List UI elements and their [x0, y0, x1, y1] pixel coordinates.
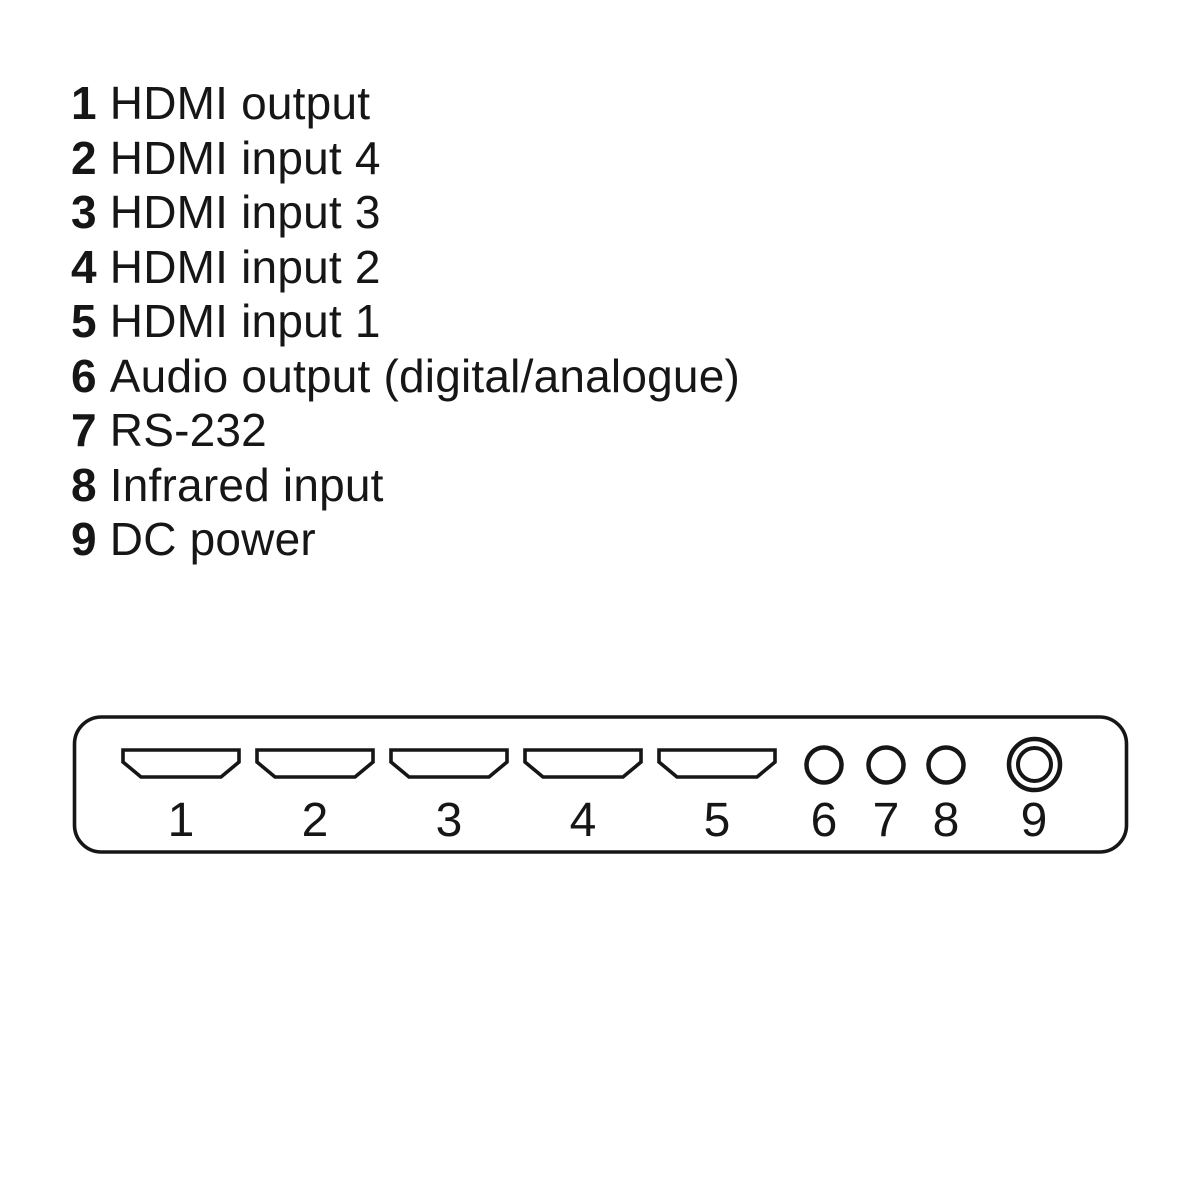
legend-item-label: Infrared input — [109, 458, 384, 511]
port-number-label: 5 — [704, 794, 731, 847]
port-number-label: 8 — [933, 794, 960, 847]
legend-item-label: HDMI input 1 — [109, 295, 381, 347]
legend-item-number: 8 — [71, 458, 97, 511]
round-jack-icon — [866, 745, 906, 785]
legend-item-label: Audio output (digital/analogue) — [109, 349, 741, 402]
legend-item-number: 9 — [71, 513, 97, 565]
legend-item-number: 6 — [71, 349, 97, 402]
legend-item-number: 3 — [71, 186, 97, 238]
legend-item-label: HDMI output — [109, 77, 371, 129]
legend-item-label: DC power — [109, 513, 316, 565]
hdmi-port-icon — [657, 748, 777, 779]
legend-item-number: 5 — [71, 295, 97, 347]
device-enclosure-outline — [72, 715, 1129, 854]
round-jack-icon — [804, 745, 844, 785]
legend-item-label: RS-232 — [109, 404, 267, 456]
legend-item-number: 2 — [71, 131, 97, 184]
hdmi-port-icon — [121, 748, 241, 779]
dc-power-jack-icon — [1006, 736, 1063, 793]
port-number-label: 1 — [168, 794, 195, 847]
port-number-label: 7 — [873, 794, 900, 847]
legend-item-label: HDMI input 4 — [109, 131, 381, 184]
legend-item-label: HDMI input 3 — [109, 186, 381, 238]
port-number-label: 4 — [570, 794, 597, 847]
port-number-label: 2 — [302, 794, 329, 847]
port-number-label: 6 — [811, 794, 838, 847]
legend-item-number: 7 — [71, 404, 97, 456]
legend-item-label: HDMI input 2 — [109, 240, 381, 293]
legend-item-number: 4 — [71, 240, 97, 293]
port-number-label: 9 — [1021, 794, 1048, 847]
hdmi-port-icon — [255, 748, 375, 779]
hdmi-port-icon — [389, 748, 509, 779]
legend-item-number: 1 — [71, 77, 97, 129]
round-jack-icon — [926, 745, 966, 785]
port-number-label: 3 — [436, 794, 463, 847]
hdmi-port-icon — [523, 748, 643, 779]
